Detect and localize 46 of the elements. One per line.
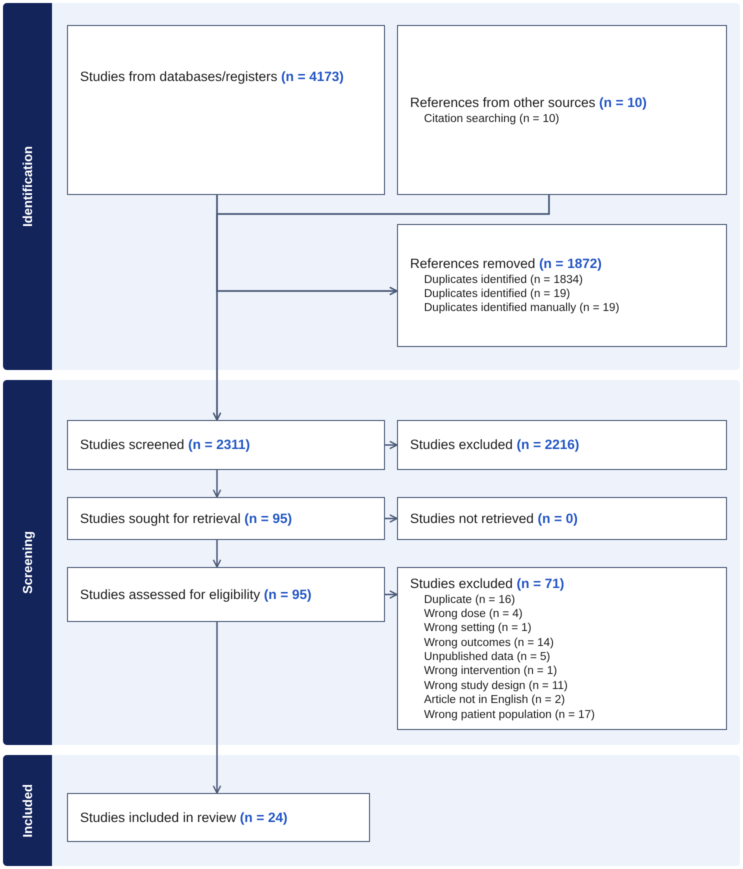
box-heading: References removed (n = 1872) xyxy=(410,255,603,273)
box-heading: Studies sought for retrieval (n = 95) xyxy=(80,510,293,528)
list-item: Wrong intervention (n = 1) xyxy=(423,664,558,679)
list-item: Wrong study design (n = 11) xyxy=(423,678,569,694)
phase-band xyxy=(3,380,740,745)
list-item: Wrong dose (n = 4) xyxy=(423,606,524,622)
list-item: Article not in English (n = 2) xyxy=(423,693,566,708)
arrow xyxy=(212,540,222,568)
process-box xyxy=(67,497,385,540)
list-item: Wrong patient population (n = 17) xyxy=(423,708,596,722)
phase-band xyxy=(3,755,740,866)
process-box xyxy=(67,793,370,842)
process-box xyxy=(397,25,727,195)
box-heading: Studies excluded (n = 71) xyxy=(410,575,566,593)
process-box xyxy=(397,420,727,470)
arrow xyxy=(385,440,398,450)
box-heading: Studies from databases/registers (n = 4173) xyxy=(80,68,345,86)
process-box xyxy=(397,224,727,347)
process-box xyxy=(397,567,727,730)
arrow xyxy=(216,195,550,296)
process-box xyxy=(67,420,385,470)
list-item: Duplicate (n = 16) xyxy=(423,592,516,607)
arrow xyxy=(385,590,398,599)
list-item: Duplicates identified (n = 19) xyxy=(423,287,572,302)
arrow xyxy=(385,514,398,523)
phase-band xyxy=(3,3,740,370)
list-item: Duplicates identified (n = 1834) xyxy=(423,272,584,288)
arrow xyxy=(212,470,222,498)
process-box xyxy=(67,567,385,622)
list-item: Wrong setting (n = 1) xyxy=(423,621,532,636)
list-item: Wrong outcomes (n = 14) xyxy=(423,636,555,650)
arrow xyxy=(212,622,222,794)
list-item: Duplicates identified manually (n = 19) xyxy=(423,301,620,316)
box-heading: Studies screened (n = 2311) xyxy=(80,436,251,454)
phase-label: Identification xyxy=(20,146,35,227)
box-heading: References from other sources (n = 10) xyxy=(410,94,648,112)
box-heading: Studies excluded (n = 2216) xyxy=(410,436,580,454)
phase-label: Screening xyxy=(20,531,35,594)
box-heading: Studies not retrieved (n = 0) xyxy=(410,510,579,528)
phase-label: Included xyxy=(20,784,35,838)
process-box xyxy=(67,25,385,195)
process-box xyxy=(397,497,727,540)
box-heading: Studies assessed for eligibility (n = 95) xyxy=(80,586,312,604)
box-heading: Studies included in review (n = 24) xyxy=(80,808,288,826)
list-item: Citation searching (n = 10) xyxy=(423,112,560,126)
list-item: Unpublished data (n = 5) xyxy=(423,650,552,664)
